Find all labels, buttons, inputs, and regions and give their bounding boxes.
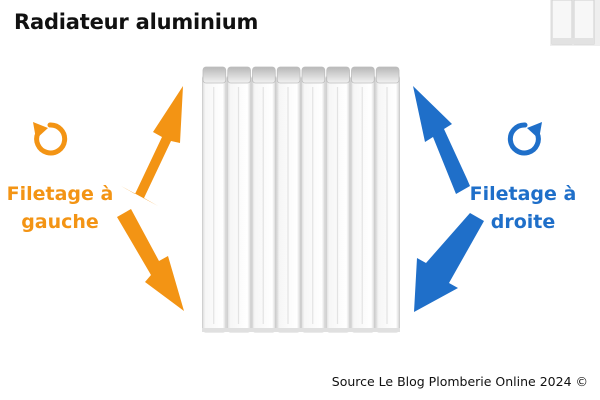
radiator-section	[375, 66, 400, 333]
radiator-section	[350, 66, 376, 333]
radiator-section	[276, 66, 301, 333]
left-thread-label-line1: Filetage à	[6, 183, 114, 205]
right-thread-arrows	[413, 86, 484, 312]
clockwise-arrow-icon	[507, 122, 542, 156]
right-thread-label-line1: Filetage à	[469, 183, 577, 205]
radiator-section	[325, 66, 351, 333]
source-credit: Source Le Blog Plomberie Online 2024 ©	[331, 374, 588, 389]
right-thread-label: Filetage à droite	[468, 180, 578, 236]
radiator-section	[251, 66, 277, 333]
arrow-up-left	[121, 86, 183, 206]
arrow-down-left	[117, 209, 184, 311]
arrow-down-right	[414, 213, 484, 312]
left-thread-label: Filetage à gauche	[0, 180, 120, 236]
radiator-thumbnail	[548, 0, 600, 50]
radiator-section	[226, 66, 252, 333]
left-thread-label-line2: gauche	[21, 211, 99, 233]
page-title: Radiateur aluminium	[14, 10, 259, 34]
radiator	[202, 66, 400, 333]
arrow-up-right	[413, 86, 470, 194]
radiator-base	[202, 328, 400, 332]
radiator-section	[301, 66, 326, 333]
right-thread-label-line2: droite	[490, 211, 556, 233]
counterclockwise-arrow-icon	[33, 122, 68, 156]
left-thread-arrows	[117, 86, 184, 311]
radiator-section	[202, 66, 227, 333]
